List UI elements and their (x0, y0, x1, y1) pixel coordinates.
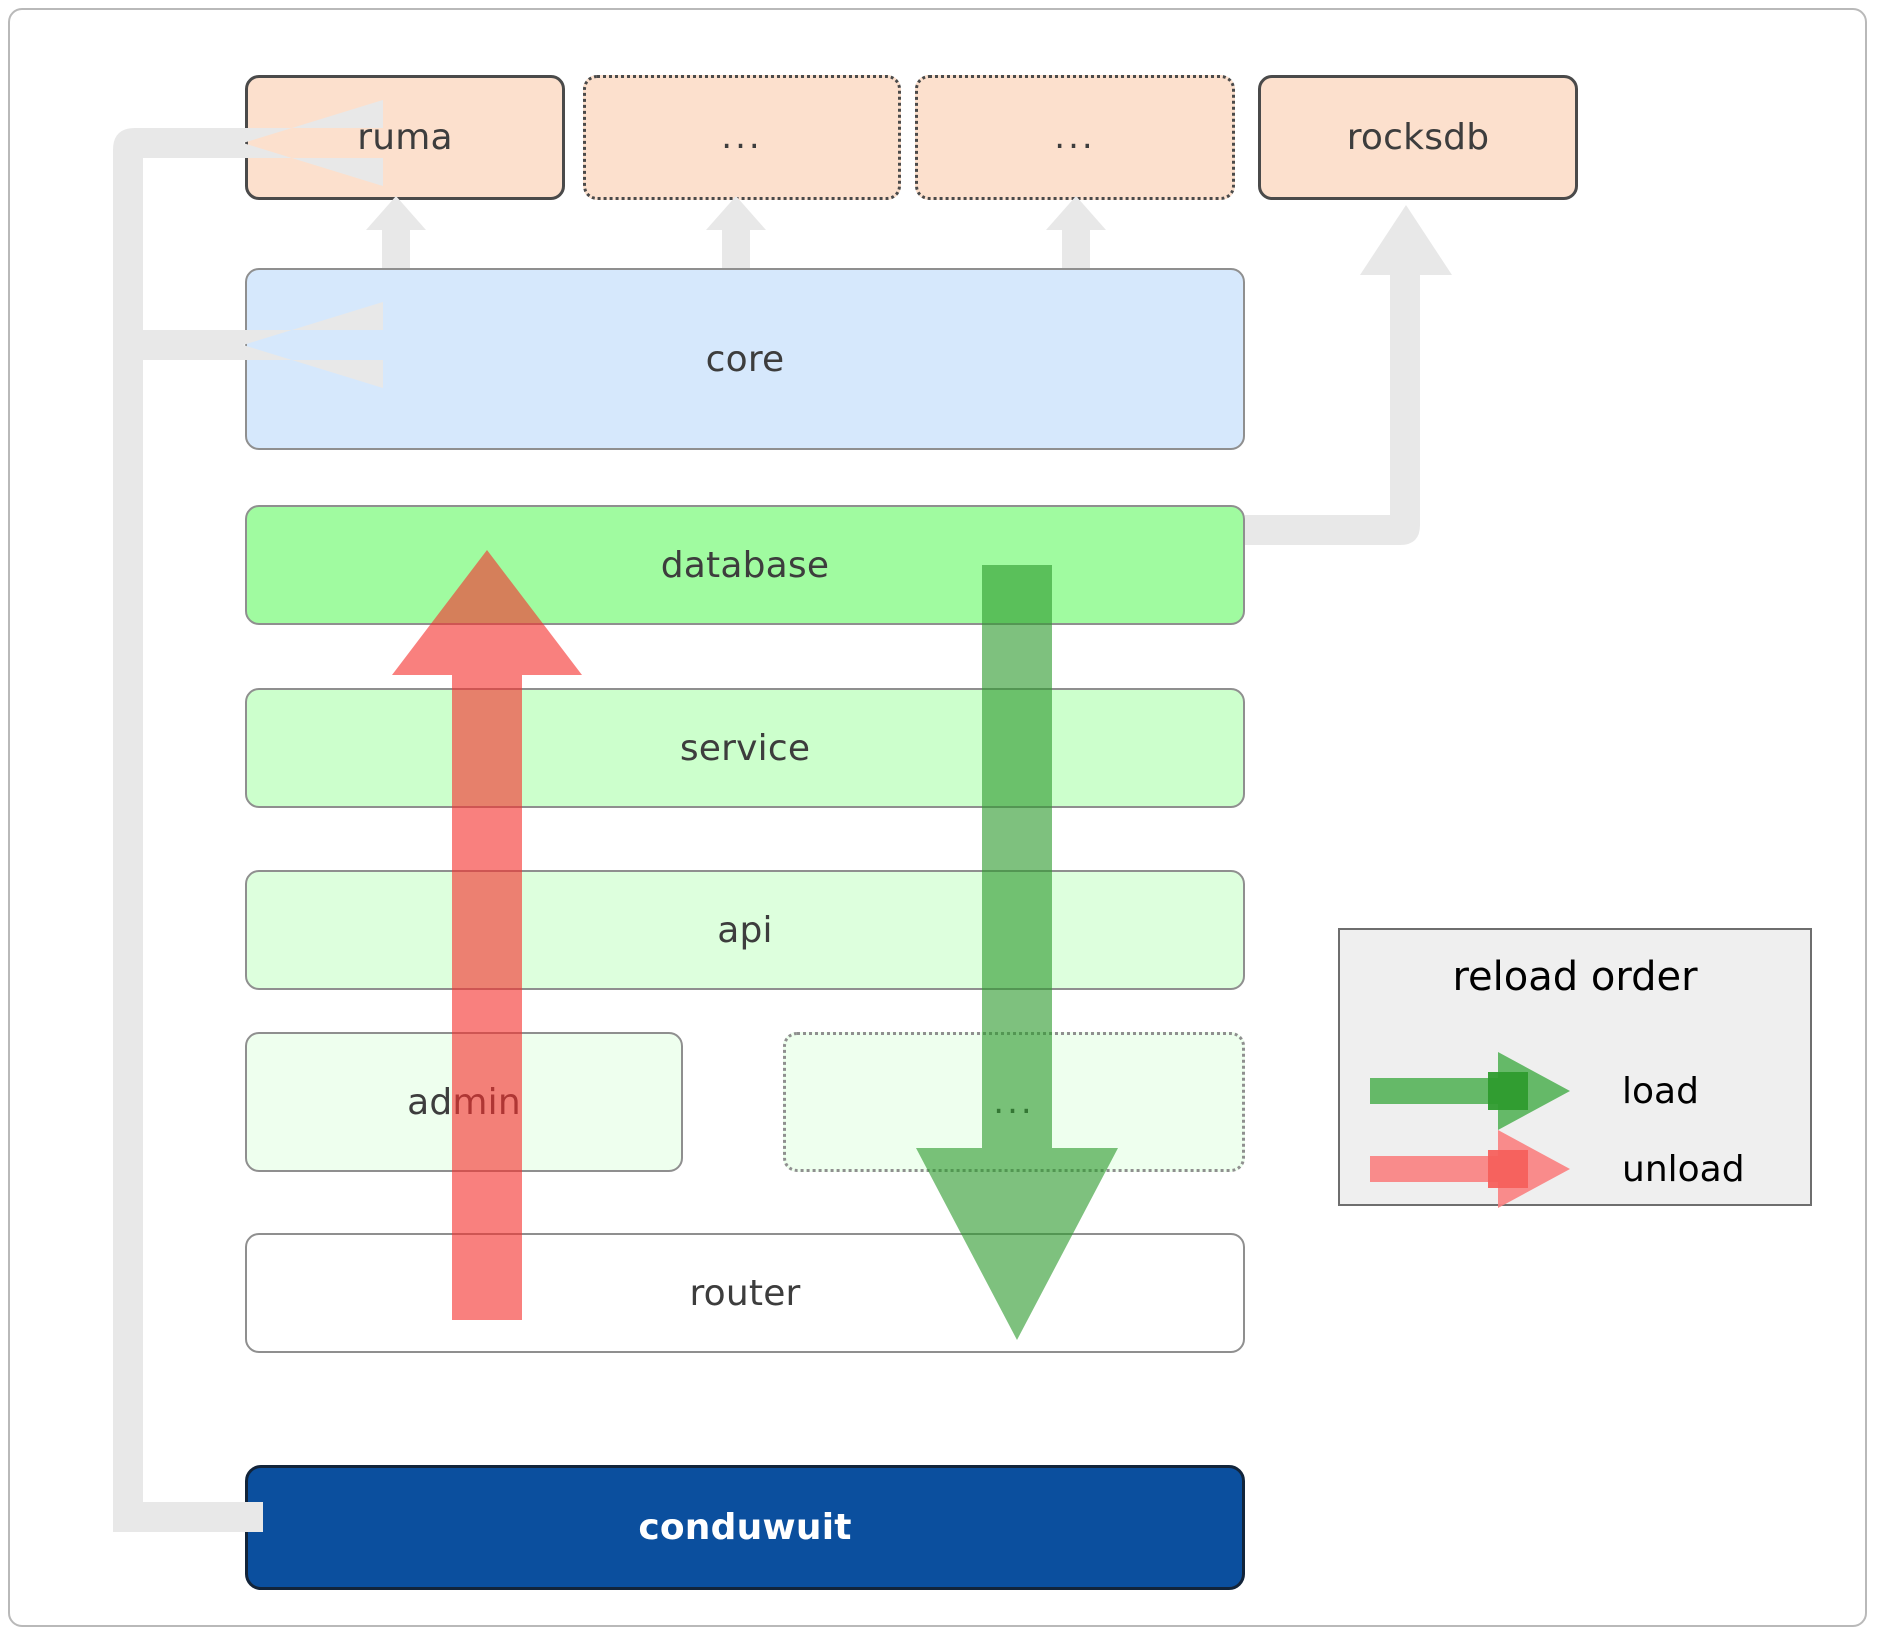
legend-label-load: load (1622, 1070, 1699, 1112)
layer-box-database[interactable]: database (245, 505, 1245, 625)
layer-label: router (689, 1272, 801, 1314)
dependency-label: ruma (357, 117, 453, 158)
dependency-label: ... (721, 117, 763, 157)
layer-box-admin[interactable]: admin (245, 1032, 683, 1172)
legend-title: reload order (1452, 954, 1698, 1000)
dependency-box-dots-2[interactable]: ... (915, 75, 1235, 200)
legend-row-unload: unload (1370, 1130, 1784, 1208)
dependency-box-ruma[interactable]: ruma (245, 75, 565, 200)
layer-label: api (717, 909, 773, 951)
core-box[interactable]: core (245, 268, 1245, 450)
core-label: core (705, 338, 785, 380)
legend-panel: reload order load unload (1338, 928, 1812, 1208)
brand-box-conduwuit[interactable]: conduwuit (245, 1465, 1245, 1590)
layer-box-api[interactable]: api (245, 870, 1245, 990)
layer-box-router[interactable]: router (245, 1233, 1245, 1353)
dependency-box-rocksdb[interactable]: rocksdb (1258, 75, 1578, 200)
layer-label: database (660, 544, 830, 586)
load-arrow-icon (1370, 1052, 1570, 1130)
layer-label: admin (407, 1081, 521, 1123)
layer-label: ... (993, 1081, 1035, 1122)
dependency-label: ... (1054, 117, 1096, 157)
brand-label: conduwuit (638, 1507, 852, 1548)
legend-row-load: load (1370, 1052, 1784, 1130)
legend-label-unload: unload (1622, 1148, 1745, 1190)
dependency-label: rocksdb (1346, 117, 1490, 158)
unload-arrow-icon (1370, 1130, 1570, 1208)
layer-box-dots[interactable]: ... (783, 1032, 1245, 1172)
layer-label: service (679, 727, 811, 769)
dependency-box-dots-1[interactable]: ... (583, 75, 901, 200)
diagram-card (8, 8, 1867, 1627)
layer-box-service[interactable]: service (245, 688, 1245, 808)
